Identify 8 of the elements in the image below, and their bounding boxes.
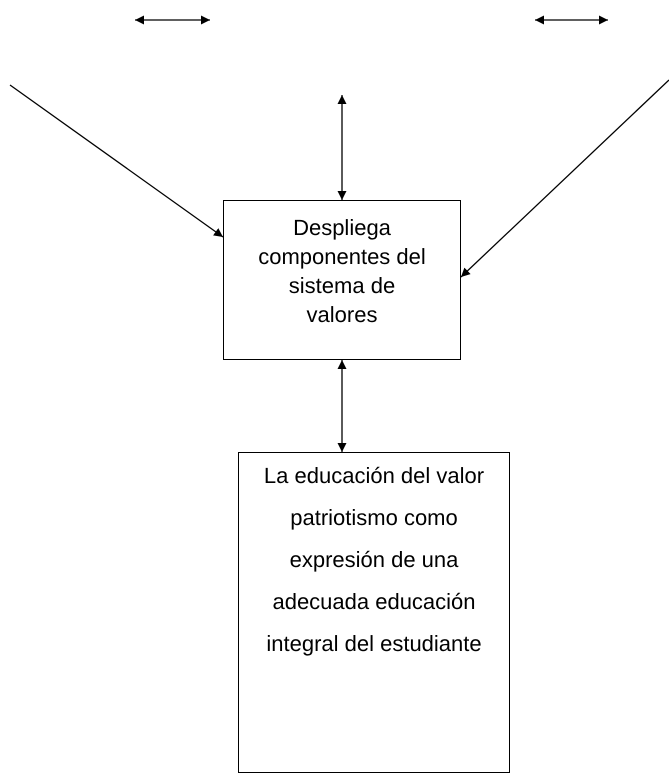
arrow xyxy=(460,80,669,278)
box-text: Despliega componentes del sistema de valores xyxy=(257,214,427,329)
text-box xyxy=(238,452,510,773)
box-text: La educación del valor patriotismo como expresión de una adecuada educación integral del estudiante xyxy=(262,462,486,658)
arrow xyxy=(10,84,224,238)
arrow xyxy=(338,95,346,200)
arrow xyxy=(338,360,346,452)
text-box xyxy=(223,200,461,360)
